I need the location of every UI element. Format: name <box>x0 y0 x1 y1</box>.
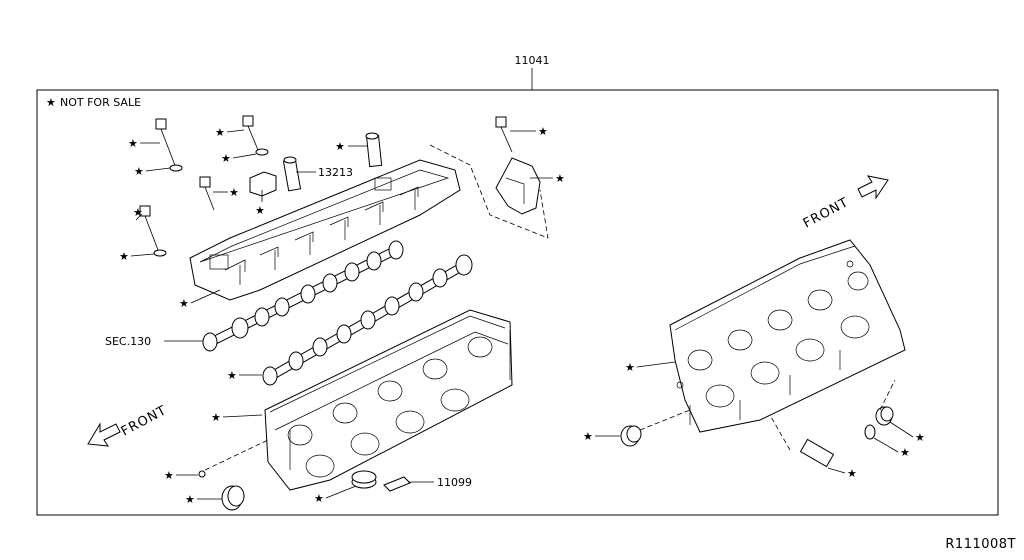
cam-cap-bracket <box>495 157 541 215</box>
assembly-number-label: 11041 <box>515 54 550 67</box>
dowel-sleeve-upper <box>365 132 383 168</box>
camshaft-bracket <box>189 159 461 301</box>
star-markers: ★ ★ ★ ★ ★ ★ ★ ★ ★ ★ ★ ★ ★ ★ ★ ★ ★ ★ ★ <box>119 125 925 506</box>
diagram-frame <box>36 89 999 516</box>
star-icon: ★ <box>133 206 143 219</box>
star-icon: ★ <box>335 140 345 153</box>
camshaft-upper <box>202 240 404 352</box>
legend-text: NOT FOR SALE <box>60 96 141 109</box>
bolt-5 <box>495 116 513 153</box>
star-icon: ★ <box>119 250 129 263</box>
bolt-4 <box>139 205 167 257</box>
star-icon: ★ <box>538 125 548 138</box>
star-icon: ★ <box>164 469 174 482</box>
star-icon: ★ <box>227 369 237 382</box>
callout-sec130: SEC.130 <box>105 335 151 348</box>
star-icon: ★ <box>179 297 189 310</box>
star-icon: ★ <box>847 467 857 480</box>
star-icon: ★ <box>255 204 265 217</box>
washer-right <box>864 424 876 440</box>
star-icon: ★ <box>229 186 239 199</box>
dowel-sleeve-13213 <box>282 156 302 192</box>
front-label-left: FRONT <box>119 403 170 439</box>
figure-code-label: R111008T <box>945 537 1016 552</box>
cam-cap-small <box>249 171 277 197</box>
washer-plug <box>351 470 377 489</box>
bolt-3 <box>199 176 215 211</box>
star-icon: ★ <box>314 492 324 505</box>
tube-sleeve-right <box>799 438 835 468</box>
cylinder-head-left <box>264 309 513 491</box>
star-icon: ★ <box>555 172 565 185</box>
star-icon: ★ <box>128 137 138 150</box>
callout-11099: 11099 <box>437 476 472 489</box>
star-icon: ★ <box>134 165 144 178</box>
star-icon: ★ <box>185 493 195 506</box>
star-icon: ★ <box>583 430 593 443</box>
star-icon: ★ <box>900 446 910 459</box>
star-icon: ★ <box>215 126 225 139</box>
star-icon: ★ <box>915 431 925 444</box>
seal-ring-left <box>221 485 245 511</box>
star-icon: ★ <box>221 152 231 165</box>
front-arrow-right-icon <box>857 175 889 200</box>
callout-13213: 13213 <box>318 166 353 179</box>
plug-right <box>875 406 894 426</box>
front-arrow-left-icon <box>87 422 121 447</box>
camshaft-lower <box>262 254 473 386</box>
bolt-2 <box>242 115 269 156</box>
star-icon: ★ <box>625 361 635 374</box>
seal-ring-right <box>620 425 642 447</box>
cylinder-head-right <box>669 239 906 433</box>
dowel-pin-small <box>198 470 206 478</box>
star-icon: ★ <box>211 411 221 424</box>
front-label-right: FRONT <box>801 195 852 231</box>
bolt-1 <box>155 118 183 172</box>
legend-star-icon: ★ <box>46 96 56 109</box>
valve-stem-seal-11099 <box>383 476 411 492</box>
